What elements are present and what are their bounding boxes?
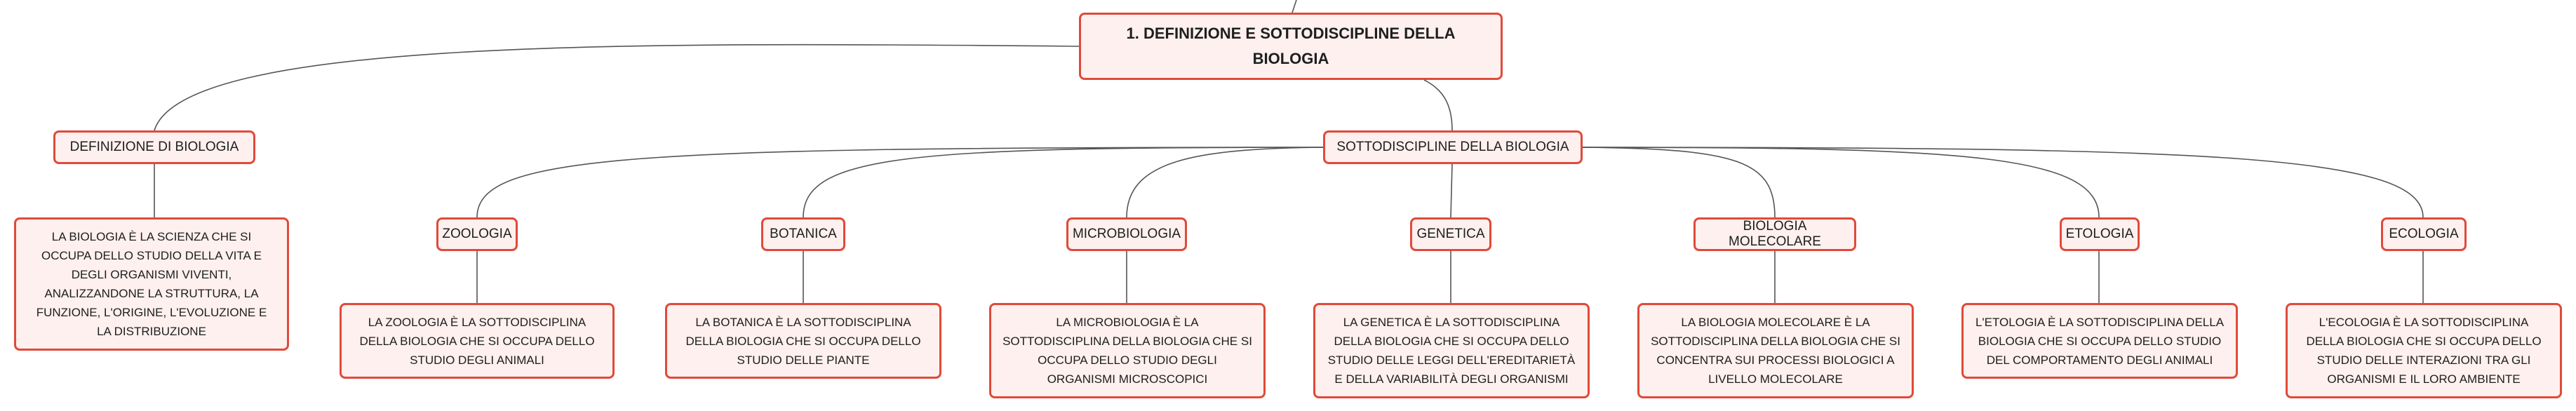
biologia-molecolare-label: BIOLOGIA MOLECOLARE (1729, 219, 1821, 249)
microbiologia-text-node[interactable]: LA MICROBIOLOGIA È LA SOTTODISCIPLINA DE… (989, 303, 1266, 398)
definizione-node[interactable]: DEFINIZIONE DI BIOLOGIA (53, 130, 255, 164)
etologia-text-node[interactable]: L'ETOLOGIA È LA SOTTODISCIPLINA DELLA BI… (1961, 303, 2238, 379)
botanica-label: BOTANICA (770, 227, 837, 241)
etologia-node[interactable]: ETOLOGIA (2060, 217, 2140, 251)
zoologia-text-node[interactable]: LA ZOOLOGIA È LA SOTTODISCIPLINA DELLA B… (340, 303, 615, 379)
biologia-molecolare-node[interactable]: BIOLOGIA MOLECOLARE (1693, 217, 1856, 251)
ecologia-label: ECOLOGIA (2389, 227, 2459, 241)
biologia-molecolare-text-node[interactable]: LA BIOLOGIA MOLECOLARE È LA SOTTODISCIPL… (1637, 303, 1914, 398)
sottodiscipline-node[interactable]: SOTTODISCIPLINE DELLA BIOLOGIA (1323, 130, 1583, 164)
biologia-molecolare-text: LA BIOLOGIA MOLECOLARE È LA SOTTODISCIPL… (1651, 316, 1900, 386)
genetica-node[interactable]: GENETICA (1410, 217, 1491, 251)
root-label: 1. DEFINIZIONE E SOTTODISCIPLINE DELLA B… (1126, 25, 1456, 67)
sottodiscipline-label: SOTTODISCIPLINE DELLA BIOLOGIA (1336, 140, 1569, 154)
definizione-text-node[interactable]: LA BIOLOGIA È LA SCIENZA CHE SI OCCUPA D… (14, 217, 289, 351)
ecologia-text: L'ECOLOGIA È LA SOTTODISCIPLINA DELLA BI… (2306, 316, 2542, 386)
etologia-text: L'ETOLOGIA È LA SOTTODISCIPLINA DELLA BI… (1975, 315, 2225, 367)
root-node[interactable]: 1. DEFINIZIONE E SOTTODISCIPLINE DELLA B… (1079, 13, 1503, 80)
botanica-text-node[interactable]: LA BOTANICA È LA SOTTODISCIPLINA DELLA B… (665, 303, 941, 379)
zoologia-label: ZOOLOGIA (442, 227, 512, 241)
microbiologia-node[interactable]: MICROBIOLOGIA (1066, 217, 1187, 251)
microbiologia-label: MICROBIOLOGIA (1072, 227, 1181, 241)
zoologia-node[interactable]: ZOOLOGIA (436, 217, 518, 251)
genetica-text: LA GENETICA È LA SOTTODISCIPLINA DELLA B… (1327, 316, 1576, 386)
microbiologia-text: LA MICROBIOLOGIA È LA SOTTODISCIPLINA DE… (1002, 316, 1252, 386)
ecologia-node[interactable]: ECOLOGIA (2381, 217, 2467, 251)
definizione-text: LA BIOLOGIA È LA SCIENZA CHE SI OCCUPA D… (36, 230, 267, 338)
genetica-label: GENETICA (1416, 227, 1485, 241)
botanica-text: LA BOTANICA È LA SOTTODISCIPLINA DELLA B… (685, 315, 921, 367)
definizione-label: DEFINIZIONE DI BIOLOGIA (69, 140, 239, 154)
etologia-label: ETOLOGIA (2065, 227, 2134, 241)
zoologia-text: LA ZOOLOGIA È LA SOTTODISCIPLINA DELLA B… (359, 315, 595, 367)
ecologia-text-node[interactable]: L'ECOLOGIA È LA SOTTODISCIPLINA DELLA BI… (2286, 303, 2562, 398)
genetica-text-node[interactable]: LA GENETICA È LA SOTTODISCIPLINA DELLA B… (1313, 303, 1590, 398)
botanica-node[interactable]: BOTANICA (761, 217, 845, 251)
